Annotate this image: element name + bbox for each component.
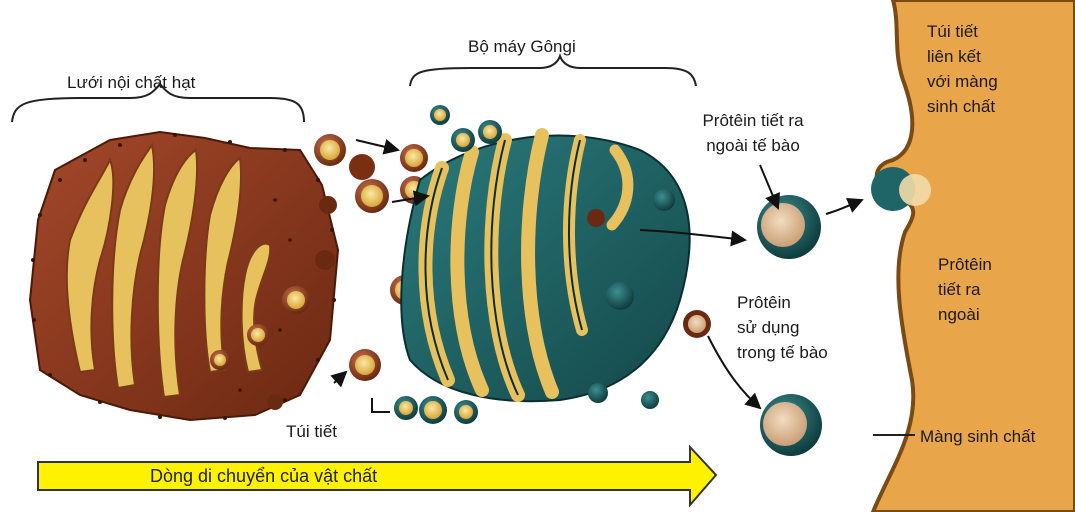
label-rough-er: Lưới nội chất hạt <box>67 70 195 95</box>
label-protein-secreted: Prôtêin tiết ra ngoài <box>938 252 992 327</box>
label-protein-secreted-out: Prôtêin tiết ra ngoài tế bào <box>668 108 838 158</box>
fusing-vesicle-content <box>899 174 931 206</box>
label-membrane: Màng sinh chất <box>920 424 1035 449</box>
label-secretory-vesicle: Túi tiết <box>286 419 337 444</box>
golgi-apparatus <box>394 105 690 424</box>
label-vesicle-fusing: Túi tiết liên kết với màng sinh chất <box>927 19 998 119</box>
golgi-brace <box>410 56 696 86</box>
label-protein-used: Prôtêin sử dụng trong tế bào <box>737 290 828 365</box>
label-flow: Dòng di chuyển của vật chất <box>150 466 377 487</box>
rough-er <box>30 132 338 420</box>
vesicle-pointer <box>372 398 390 412</box>
label-golgi: Bộ máy Gôngi <box>468 34 576 59</box>
